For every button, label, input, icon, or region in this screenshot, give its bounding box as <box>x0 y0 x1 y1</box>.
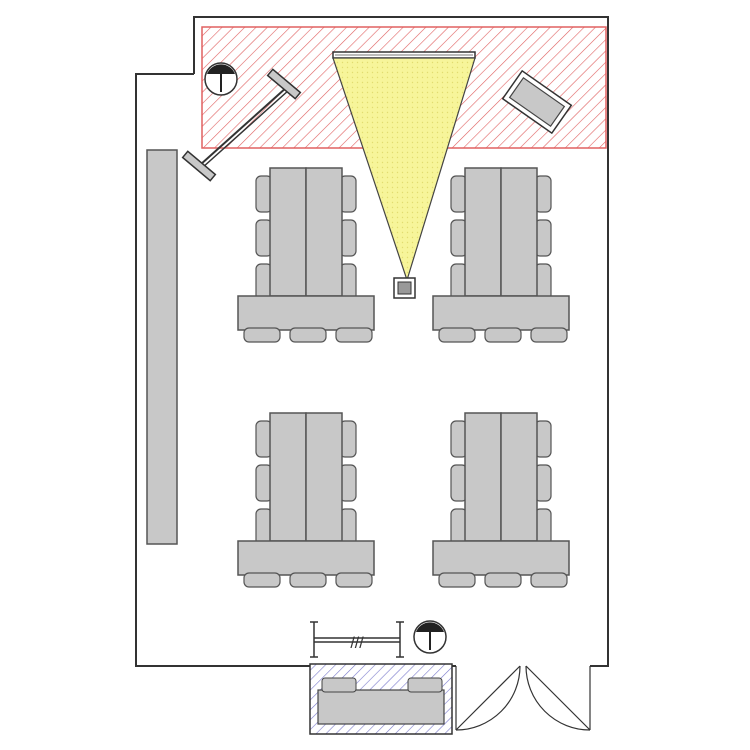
ceiling-projector <box>393 277 416 299</box>
table <box>269 412 307 542</box>
speaker-top-left <box>204 62 238 96</box>
table <box>305 167 343 297</box>
chair <box>243 572 281 588</box>
table <box>464 412 502 542</box>
table <box>500 412 538 542</box>
double-door <box>455 665 591 731</box>
head-table <box>237 295 375 331</box>
wall-counter <box>146 149 178 545</box>
chair <box>484 572 522 588</box>
table-group-top-left <box>237 167 375 343</box>
rolling-whiteboard <box>181 68 302 182</box>
room-walls <box>135 16 609 667</box>
chair <box>484 327 522 343</box>
lectern-desk <box>501 69 573 135</box>
table-group-bottom-left <box>237 412 375 588</box>
entry-bench-zone <box>309 663 453 735</box>
table <box>500 167 538 297</box>
table-group-top-right <box>432 167 570 343</box>
chair <box>335 572 373 588</box>
table <box>464 167 502 297</box>
chair <box>289 572 327 588</box>
speaker-icon <box>204 62 238 96</box>
table-groups <box>237 167 570 588</box>
chair <box>438 327 476 343</box>
chair <box>438 572 476 588</box>
table <box>305 412 343 542</box>
chair <box>289 327 327 343</box>
barrier-marks: /// <box>350 635 364 652</box>
chair <box>335 327 373 343</box>
speaker-bottom <box>413 620 447 654</box>
rolling-barrier: /// <box>310 621 404 658</box>
head-table <box>237 540 375 576</box>
head-table <box>432 540 570 576</box>
chair <box>530 327 568 343</box>
table-group-bottom-right <box>432 412 570 588</box>
projection-screen <box>332 51 476 59</box>
head-table <box>432 295 570 331</box>
chair <box>530 572 568 588</box>
speaker-icon <box>413 620 447 654</box>
table <box>269 167 307 297</box>
projector-beam <box>332 57 476 282</box>
chair <box>243 327 281 343</box>
